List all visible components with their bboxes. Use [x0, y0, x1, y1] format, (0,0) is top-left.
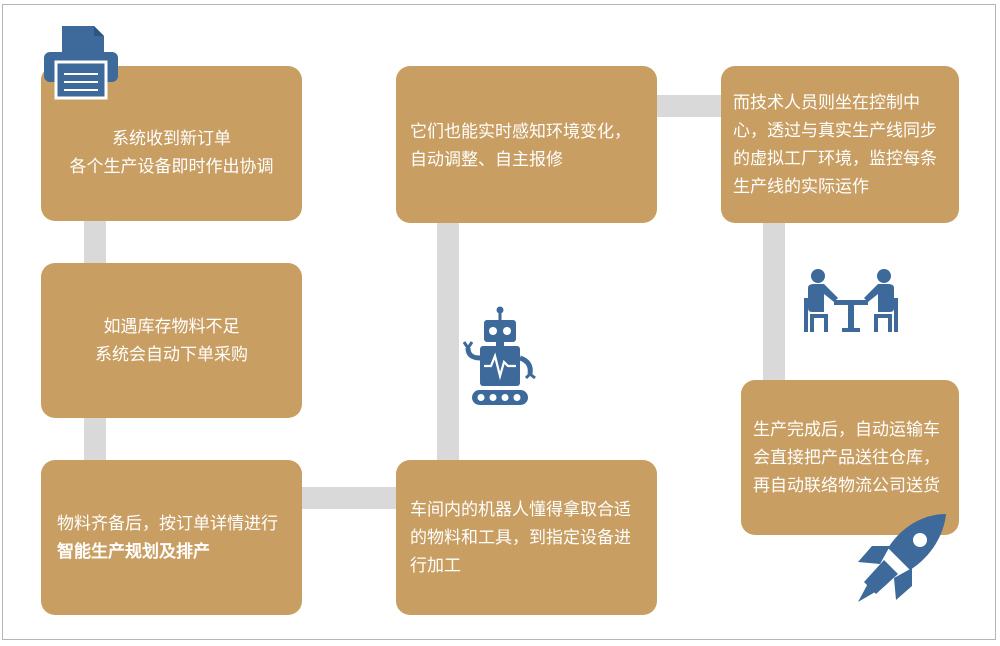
connector-3-4: [302, 487, 396, 509]
connector-5-6: [657, 95, 721, 117]
connector-1-2: [84, 221, 106, 263]
step-2-line2: 系统会自动下单采购: [95, 344, 248, 365]
step-5-text: 它们也能实时感知环境变化，自动调整、自主报修: [410, 122, 631, 170]
step-1-line2: 各个生产设备即时作出协调: [69, 156, 274, 177]
connector-2-3: [84, 418, 106, 460]
robot-icon: [462, 306, 536, 405]
step-3-text-normal: 物料齐备后，按订单详情进行: [57, 513, 278, 534]
step-1-box: 系统收到新订单 各个生产设备即时作出协调: [41, 66, 302, 221]
step-7-text: 生产完成后，自动运输车会直接把产品送往仓库，再自动联络物流公司送货: [753, 419, 940, 496]
step-4-box: 车间内的机器人懂得拿取合适的物料和工具，到指定设备进行加工: [396, 460, 657, 615]
step-6-box: 而技术人员则坐在控制中心，透过与真实生产线同步的虚拟工厂环境，监控每条生产线的实…: [721, 66, 959, 223]
diagram-frame: [2, 4, 996, 640]
printer-icon: [44, 26, 118, 100]
step-2-box: 如遇库存物料不足 系统会自动下单采购: [41, 263, 302, 418]
connector-4-5: [437, 223, 459, 460]
step-2-line1: 如遇库存物料不足: [103, 316, 240, 337]
step-6-text: 而技术人员则坐在控制中心，透过与真实生产线同步的虚拟工厂环境，监控每条生产线的实…: [733, 92, 937, 197]
step-3-box: 物料齐备后，按订单详情进行智能生产规划及排产: [41, 460, 302, 615]
step-3-text-bold: 智能生产规划及排产: [57, 541, 210, 562]
rocket-icon: [858, 514, 946, 602]
meeting-people-icon: [804, 269, 898, 332]
step-5-box: 它们也能实时感知环境变化，自动调整、自主报修: [396, 66, 657, 223]
connector-6-7: [763, 223, 785, 380]
step-1-line1: 系统收到新订单: [112, 128, 231, 149]
step-7-box: 生产完成后，自动运输车会直接把产品送往仓库，再自动联络物流公司送货: [741, 380, 959, 535]
step-3-text: 物料齐备后，按订单详情进行智能生产规划及排产: [57, 510, 288, 566]
step-4-text: 车间内的机器人懂得拿取合适的物料和工具，到指定设备进行加工: [410, 499, 631, 576]
